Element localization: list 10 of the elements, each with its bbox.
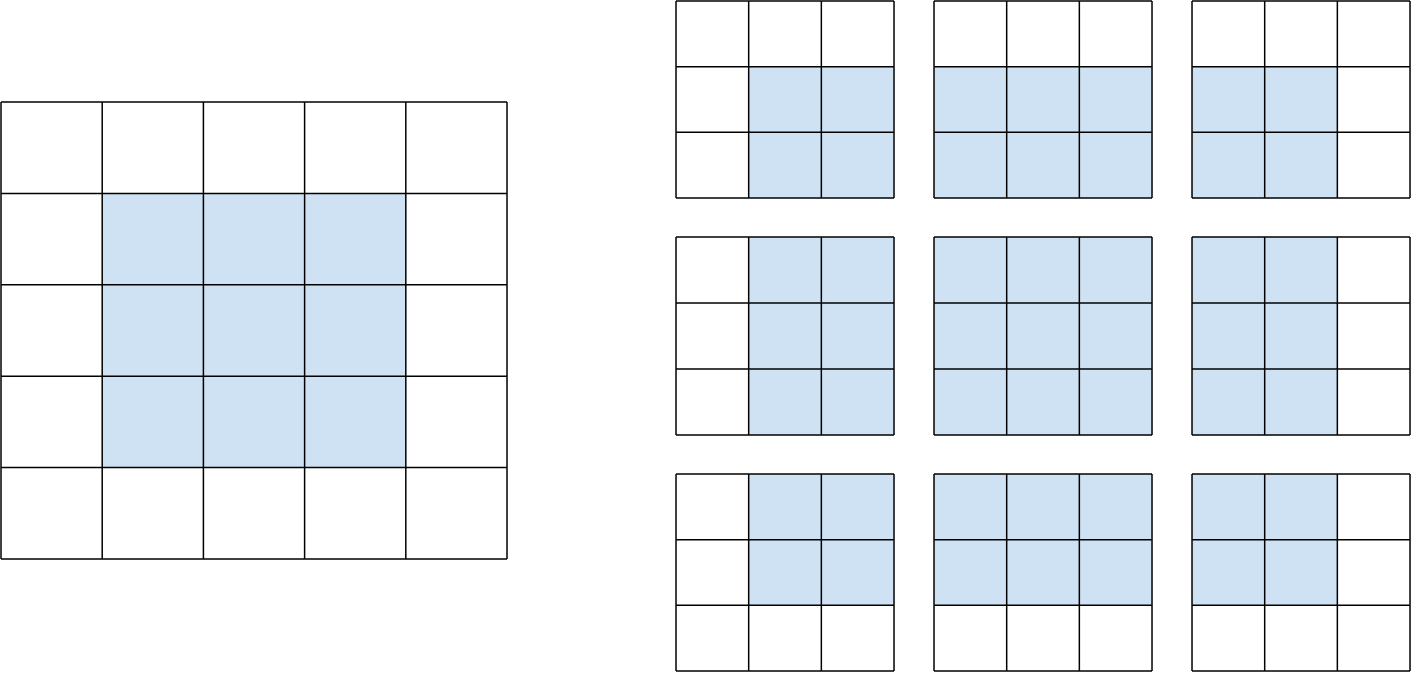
grid-drawing	[933, 473, 1153, 672]
grid-drawing	[675, 236, 895, 436]
grid-drawing	[675, 473, 895, 672]
grid-drawing	[0, 101, 508, 560]
grid-drawing	[1191, 473, 1411, 672]
grid-drawing	[933, 236, 1153, 436]
grid-drawing	[1191, 0, 1411, 199]
grid-drawing	[933, 0, 1153, 199]
grid-drawing	[1191, 236, 1411, 436]
grid-drawing	[675, 0, 895, 199]
